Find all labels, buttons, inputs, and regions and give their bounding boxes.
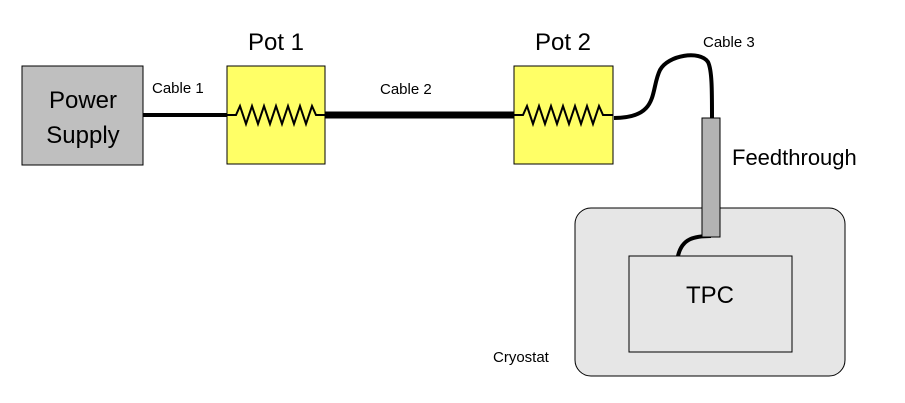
tpc-label: TPC (686, 282, 734, 309)
pot-1-label: Pot 1 (248, 29, 304, 56)
pot-2-resistor-icon (514, 102, 613, 128)
cryostat-label: Cryostat (493, 349, 550, 366)
pot-1-resistor-icon (227, 102, 325, 128)
pot-2-label: Pot 2 (535, 29, 591, 56)
cable-2-label: Cable 2 (380, 81, 432, 98)
cable-3-label: Cable 3 (703, 34, 755, 51)
cable-3 (613, 53, 714, 120)
cable-1-label: Cable 1 (152, 80, 204, 97)
tpc-box (628, 255, 793, 353)
pot-1-box (226, 65, 326, 165)
power-supply-label-line2: Supply (46, 122, 119, 149)
pot-2-box (513, 65, 614, 165)
feedthrough-label: Feedthrough (732, 145, 857, 170)
feedthrough-tube (701, 117, 721, 238)
power-supply-box (21, 65, 144, 166)
power-supply-label-line1: Power (49, 87, 117, 114)
